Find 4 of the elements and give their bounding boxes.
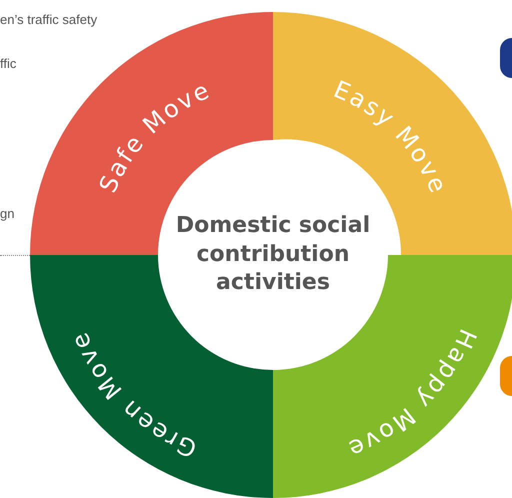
note-text: gn bbox=[0, 206, 14, 221]
center-title: Domestic social contribution activities bbox=[174, 212, 372, 298]
note-text: ffic bbox=[0, 56, 16, 71]
note-text: en’s traffic safety bbox=[0, 12, 98, 27]
